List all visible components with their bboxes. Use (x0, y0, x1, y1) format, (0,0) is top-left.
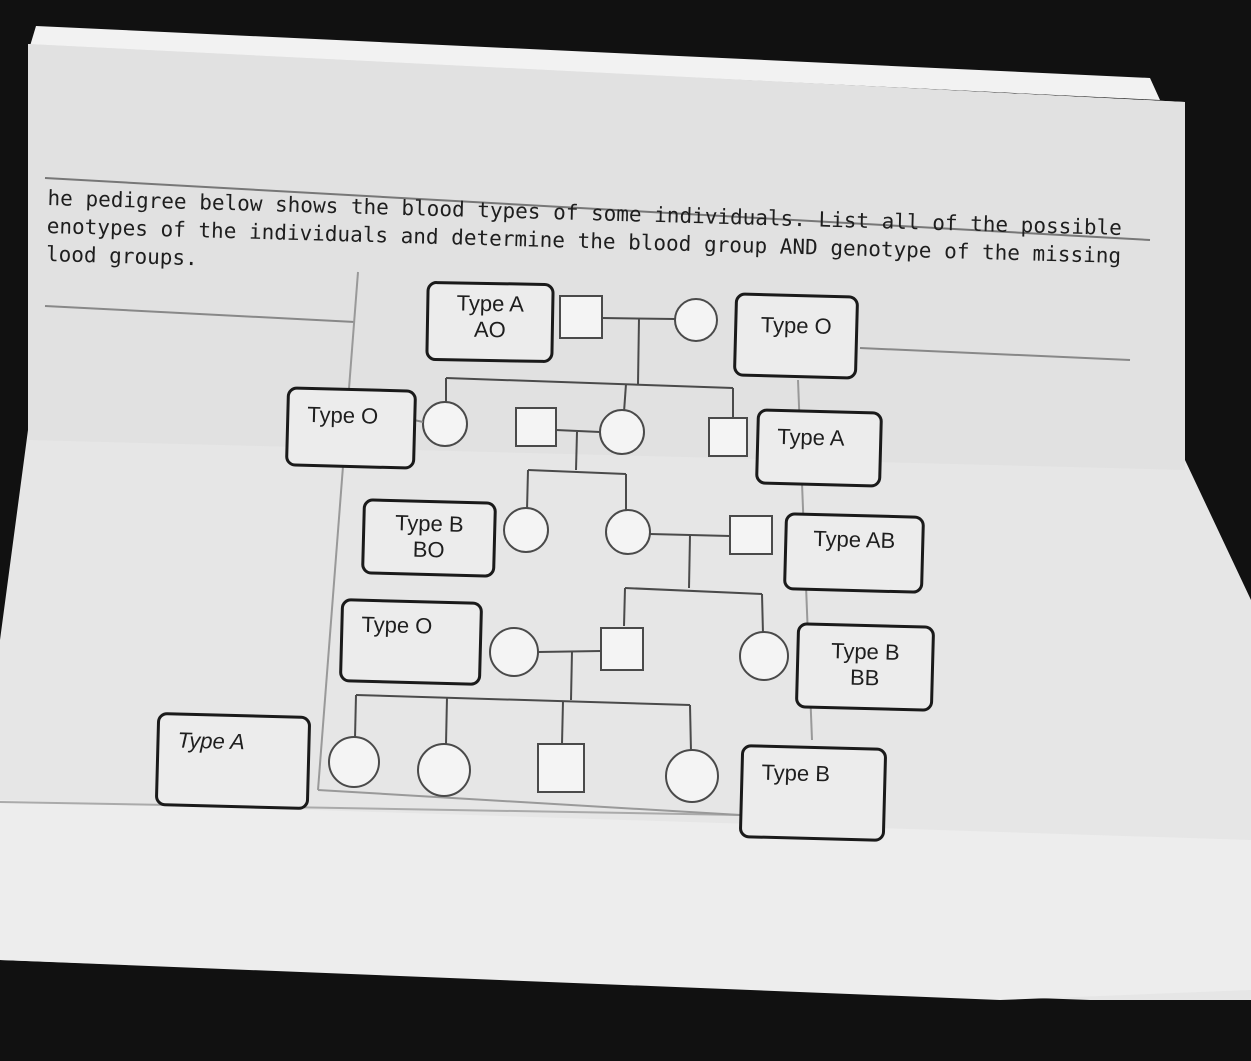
gen5-drop-2 (445, 696, 448, 745)
gen5-drop-4 (689, 704, 692, 753)
gen4-drop-1 (623, 587, 626, 627)
label-box-gen3-male: Type AB (783, 512, 925, 594)
gen4-male-square (600, 627, 644, 671)
back-sheet-edge (30, 26, 1160, 100)
gen4-sibship-line (624, 587, 763, 595)
blood-type-label: Type B (394, 510, 464, 537)
gen2-female-circle-1 (422, 401, 468, 447)
blood-type-label: Type A (776, 423, 845, 451)
frame-left (317, 271, 359, 791)
gen4-female-circle-2 (739, 631, 789, 681)
gen2-sibship-line (445, 377, 734, 389)
gen2-male-square-2 (708, 417, 748, 457)
gen1-male-square (559, 295, 603, 339)
blood-type-label: Type O (361, 611, 433, 639)
genotype-label: AO (473, 316, 506, 343)
blood-type-label: Type B (761, 759, 831, 787)
label-box-gen2-female-1: Type O (284, 386, 418, 470)
gen2-female-circle-2 (599, 409, 645, 455)
blood-type-label: Type B (830, 638, 900, 665)
blood-type-label: Type A (456, 290, 525, 317)
label-box-gen3-female-1: Type B BO (361, 498, 497, 578)
gen3-male-square (729, 515, 773, 555)
gen1-descent-line (637, 317, 640, 385)
gen4-female-circle-1 (489, 627, 539, 677)
gen4-mating-line (537, 650, 602, 653)
label-box-gen5-female-3: Type B (738, 744, 888, 842)
paper-lower-fold (0, 800, 1251, 1000)
gen5-female-circle-2 (417, 743, 471, 797)
blood-type-label: Type O (307, 401, 379, 429)
gen3-female-circle-1 (503, 507, 549, 553)
gen4-drop-2 (761, 593, 764, 635)
rule-line-right (859, 347, 1131, 361)
gen5-drop-3 (561, 700, 564, 745)
gen5-sibship-line (355, 694, 691, 706)
blood-type-label: Type A (177, 727, 246, 755)
blood-type-label: Type AB (813, 525, 896, 554)
gen3-drop-1 (526, 469, 529, 511)
gen2-male-square-1 (515, 407, 557, 447)
genotype-label: BB (849, 664, 880, 691)
gen2-mating-line (555, 429, 601, 433)
gen5-female-circle-1 (328, 736, 380, 788)
gen3-female-circle-2 (605, 509, 651, 555)
gen1-female-circle (674, 298, 718, 342)
label-box-gen4-female-2: Type B BB (794, 622, 936, 712)
rule-line-top (44, 177, 1151, 241)
blood-type-label: Type O (760, 312, 833, 339)
frame-bottom (317, 789, 741, 816)
gen2-drop-2 (623, 383, 627, 413)
gen5-male-square (537, 743, 585, 793)
gen3-sibship-line (527, 469, 627, 475)
paper-upper-fold (28, 44, 1185, 470)
label-box-gen1-male: Type A AO (425, 280, 555, 364)
gen4-descent-line (570, 650, 573, 701)
gen5-drop-1 (354, 694, 357, 739)
label-box-gen5-female-1: Type A (154, 712, 312, 810)
rule-line-bottom (0, 801, 741, 816)
label-box-gen4-female-1: Type O (338, 598, 484, 686)
gen3-descent-line (688, 534, 691, 589)
genotype-label: BO (412, 536, 445, 563)
label-box-gen1-female: Type O (732, 292, 860, 380)
gen2-descent-line (575, 431, 578, 471)
rule-line-left (44, 305, 356, 323)
label-box-gen2-male-2: Type A (755, 408, 883, 488)
gen5-female-circle-3 (665, 749, 719, 803)
